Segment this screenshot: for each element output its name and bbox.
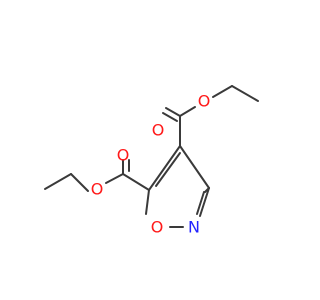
bond-ch3-ch2-top (231, 85, 259, 102)
structure-diagram: O O O O O N (44, 85, 259, 237)
bond-c4-c3 (179, 145, 210, 189)
atom-n-ring: N (188, 218, 200, 237)
bond-c5-c4-b (155, 152, 181, 187)
bond-o-c-top (179, 106, 196, 117)
bond-ch2-o-top (212, 85, 233, 98)
bond-ch2-ch3-left (44, 173, 72, 190)
bond-c5-c-left (122, 173, 150, 191)
atom-o-carbonyl-left: O (117, 146, 130, 165)
bond-carbonyl-top-1 (165, 107, 181, 117)
bond-c5-c4-a (148, 145, 181, 191)
atom-o-ester-left: O (91, 180, 104, 199)
bond-c3-n-a (199, 187, 210, 217)
bond-c3-n-b (196, 191, 205, 215)
bond-o-ch2-left (70, 173, 89, 192)
bond-o-c5 (145, 189, 150, 215)
atom-o-ester-top: O (198, 92, 211, 111)
bond-carbonyl-top-2 (162, 112, 178, 122)
bond-c-o-left (105, 173, 124, 184)
atom-o-ring: O (151, 218, 164, 237)
atom-o-carbonyl-top: O (152, 121, 165, 140)
